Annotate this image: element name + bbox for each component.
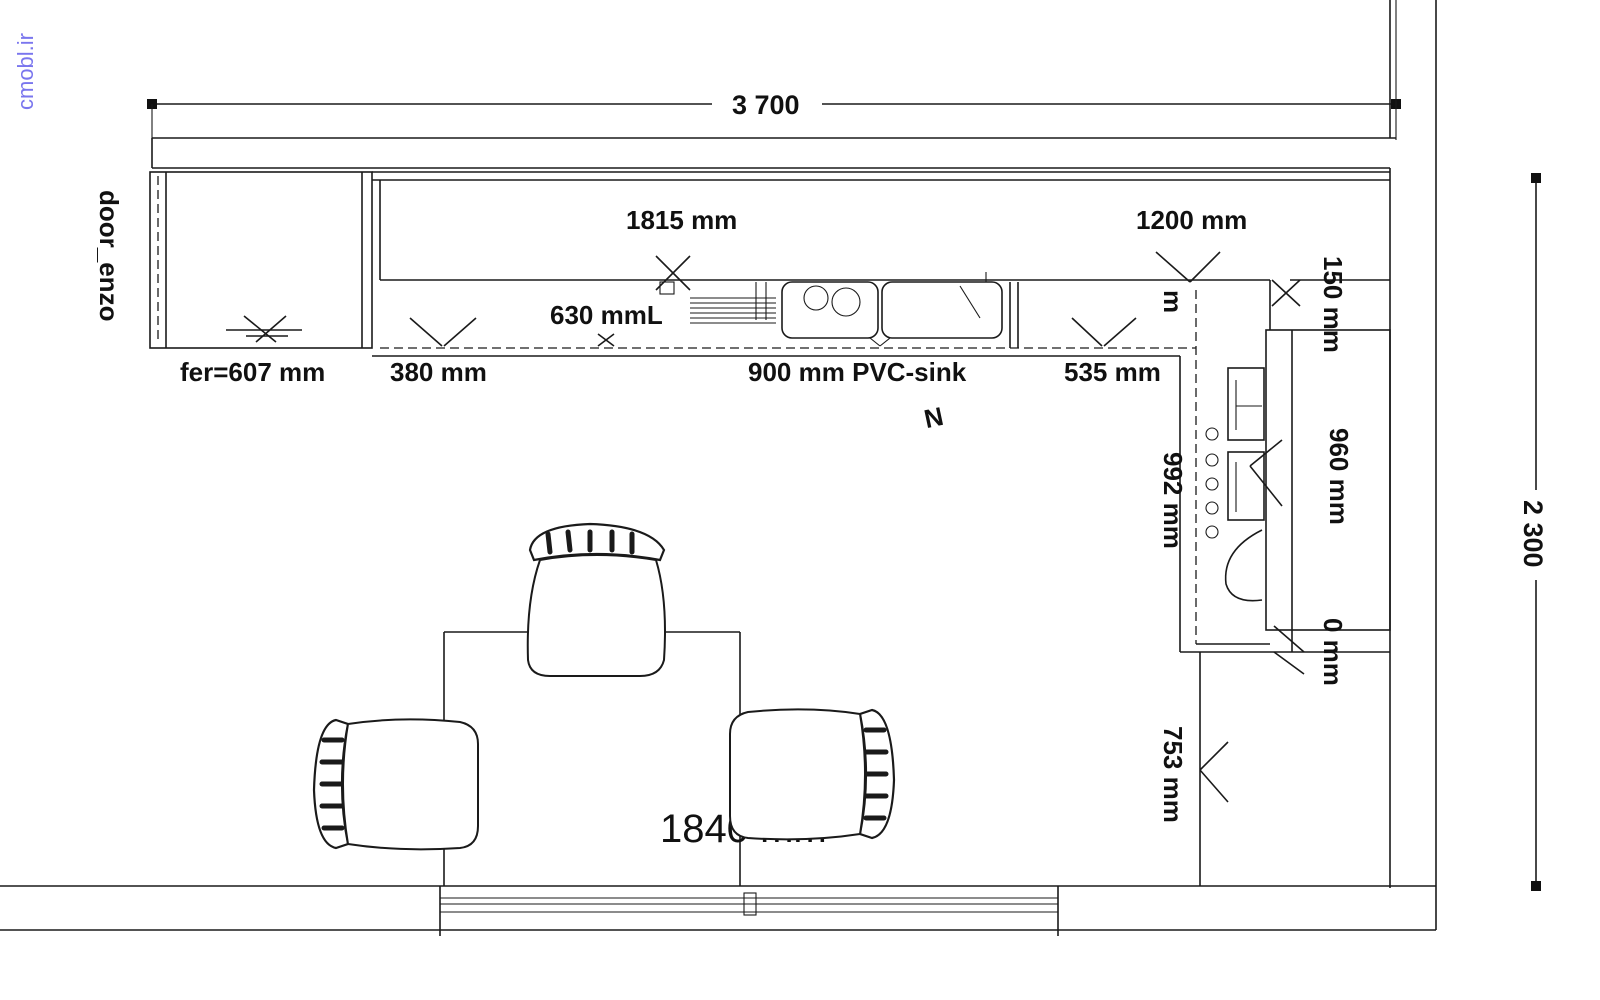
overall-depth-label: 2 300 <box>1518 500 1548 568</box>
overall-width-label: 3 700 <box>732 90 800 120</box>
dim-partial-top: m <box>1158 290 1188 313</box>
cabinet-marks <box>409 251 1305 803</box>
dim-630: 630 mmL <box>550 300 663 330</box>
dim-992: 992 mm <box>1158 452 1188 549</box>
sink <box>781 281 1003 347</box>
tall-cabinet-door <box>149 171 373 349</box>
base-cabinets-top <box>372 282 1390 653</box>
dim-960: 960 mm <box>1324 428 1354 525</box>
sink-label: 900 mm PVC-sink <box>748 357 967 387</box>
drawer-unit <box>659 281 776 324</box>
dim-1815: 1815 mm <box>626 205 737 235</box>
cooktop-unit <box>1205 279 1391 652</box>
chair-right <box>729 708 896 841</box>
chair-left <box>312 718 479 851</box>
dim-150: 150 mm <box>1318 256 1348 353</box>
room-walls <box>0 0 1437 936</box>
dim-1200: 1200 mm <box>1136 205 1247 235</box>
top-dimension-line <box>147 0 1401 140</box>
dim-535: 535 mm <box>1064 357 1161 387</box>
dim-753: 753 mm <box>1158 726 1188 823</box>
watermark-text: cmobl.ir <box>13 33 38 110</box>
dim-partial-bottom: 0 mm <box>1318 618 1348 686</box>
fer-label: fer=607 mm <box>180 357 325 387</box>
north-mark: N <box>921 401 946 434</box>
chair-top <box>526 522 666 677</box>
dim-380: 380 mm <box>390 357 487 387</box>
right-dimension-line <box>1531 173 1541 891</box>
door-label: door_enzo <box>94 190 124 321</box>
upper-cabinets <box>372 171 1390 330</box>
